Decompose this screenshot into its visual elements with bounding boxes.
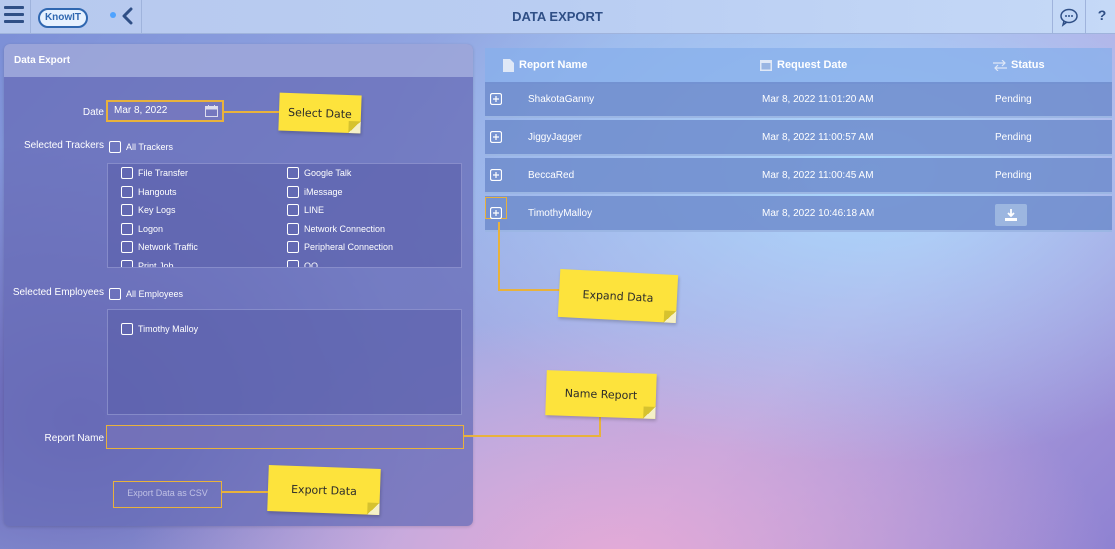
list-item[interactable]: LINE xyxy=(287,204,324,216)
list-item[interactable]: Print Job xyxy=(121,259,174,267)
request-date-cell: Mar 8, 2022 10:46:18 AM xyxy=(762,208,875,219)
list-item[interactable]: Logon xyxy=(121,222,163,235)
list-item[interactable]: File Transfer xyxy=(121,167,188,179)
callout-line xyxy=(222,491,268,493)
report-name-cell: TimothyMalloy xyxy=(528,208,593,219)
chat-icon[interactable] xyxy=(1058,6,1080,28)
list-item[interactable]: Google Talk xyxy=(287,167,351,179)
checkbox-icon[interactable] xyxy=(121,241,133,253)
report-name-cell: ShakotaGanny xyxy=(528,94,595,105)
download-button[interactable] xyxy=(995,204,1027,226)
column-header-status[interactable]: Status xyxy=(1011,59,1045,71)
list-item[interactable]: QQ xyxy=(287,259,318,267)
hamburger-menu-icon[interactable] xyxy=(4,6,24,24)
employees-list[interactable]: Timothy Malloy xyxy=(107,309,462,415)
export-form-panel: Data Export Date Mar 8, 2022 Selected Tr… xyxy=(4,44,473,526)
status-cell: Pending xyxy=(995,132,1032,143)
callout-line xyxy=(498,222,500,290)
callout-line xyxy=(599,416,601,437)
divider xyxy=(1052,0,1053,34)
list-item[interactable]: Network Connection xyxy=(287,222,385,235)
sort-arrows-icon xyxy=(993,60,1007,71)
report-name-cell: JiggyJagger xyxy=(528,132,582,143)
all-trackers-checkbox[interactable]: All Trackers xyxy=(109,141,173,153)
list-item[interactable]: Hangouts xyxy=(121,185,177,198)
report-name-label: Report Name xyxy=(44,433,104,444)
back-arrow-icon[interactable] xyxy=(117,5,139,27)
employees-label: Selected Employees xyxy=(12,287,104,298)
request-date-cell: Mar 8, 2022 11:00:45 AM xyxy=(762,170,874,181)
checkbox-icon[interactable] xyxy=(287,241,299,253)
callout-line xyxy=(464,435,600,437)
status-cell: Pending xyxy=(995,170,1032,181)
list-item[interactable]: Peripheral Connection xyxy=(287,241,393,253)
page-title: DATA EXPORT xyxy=(512,9,603,24)
date-picker-input[interactable]: Mar 8, 2022 xyxy=(106,100,224,122)
checkbox-icon[interactable] xyxy=(109,288,121,300)
status-cell: Pending xyxy=(995,94,1032,105)
checkbox-icon[interactable] xyxy=(121,259,133,267)
document-icon xyxy=(503,59,514,72)
request-date-cell: Mar 8, 2022 11:00:57 AM xyxy=(762,132,874,143)
expand-plus-icon[interactable] xyxy=(490,169,502,181)
list-item[interactable]: iMessage xyxy=(287,185,343,198)
checkbox-icon[interactable] xyxy=(109,141,121,153)
request-date-cell: Mar 8, 2022 11:01:20 AM xyxy=(762,94,874,105)
checkbox-icon[interactable] xyxy=(121,323,133,335)
list-item[interactable]: Network Traffic xyxy=(121,241,198,253)
callout-export-data: Export Data xyxy=(267,465,381,515)
checkbox-icon[interactable] xyxy=(287,167,299,179)
divider xyxy=(30,0,31,34)
checkbox-icon[interactable] xyxy=(287,204,299,216)
callout-line xyxy=(224,111,280,113)
date-label: Date xyxy=(82,107,104,118)
checkbox-icon[interactable] xyxy=(287,185,299,198)
table-row[interactable]: ShakotaGanny Mar 8, 2022 11:01:20 AM Pen… xyxy=(485,82,1112,118)
table-row[interactable]: TimothyMalloy Mar 8, 2022 10:46:18 AM xyxy=(485,196,1112,232)
callout-name-report: Name Report xyxy=(545,370,657,419)
expand-plus-icon[interactable] xyxy=(490,93,502,105)
checkbox-icon[interactable] xyxy=(287,222,299,235)
callout-expand-data: Expand Data xyxy=(557,268,679,324)
status-dot-icon xyxy=(110,12,116,18)
panel-title: Data Export xyxy=(4,44,473,77)
checkbox-icon[interactable] xyxy=(121,204,133,216)
checkbox-icon[interactable] xyxy=(121,222,133,235)
report-name-input[interactable] xyxy=(106,425,464,449)
calendar-icon[interactable] xyxy=(205,105,218,117)
export-csv-button[interactable]: Export Data as CSV xyxy=(113,481,222,508)
top-bar: KnowIT DATA EXPORT ? xyxy=(0,0,1115,34)
list-item[interactable]: Key Logs xyxy=(121,204,176,216)
reports-table-header: Report Name Request Date Status xyxy=(485,48,1112,84)
date-value: Mar 8, 2022 xyxy=(114,105,168,116)
download-icon xyxy=(1005,209,1017,221)
checkbox-icon[interactable] xyxy=(287,259,299,267)
checkbox-icon[interactable] xyxy=(121,185,133,198)
list-item[interactable]: Timothy Malloy xyxy=(121,323,198,335)
trackers-label: Selected Trackers xyxy=(23,140,104,151)
expand-plus-icon[interactable] xyxy=(490,207,502,219)
calendar-icon xyxy=(760,60,772,71)
column-header-name[interactable]: Report Name xyxy=(519,59,588,71)
column-header-date[interactable]: Request Date xyxy=(777,59,848,71)
expand-plus-icon[interactable] xyxy=(490,131,502,143)
table-row[interactable]: BeccaRed Mar 8, 2022 11:00:45 AM Pending xyxy=(485,158,1112,194)
checkbox-icon[interactable] xyxy=(121,167,133,179)
callout-line xyxy=(498,289,560,291)
all-employees-checkbox[interactable]: All Employees xyxy=(109,288,183,300)
app-logo: KnowIT xyxy=(38,8,88,28)
divider xyxy=(141,0,142,34)
help-button[interactable]: ? xyxy=(1097,7,1107,23)
table-row[interactable]: JiggyJagger Mar 8, 2022 11:00:57 AM Pend… xyxy=(485,120,1112,156)
divider xyxy=(1085,0,1086,34)
report-name-cell: BeccaRed xyxy=(528,170,575,181)
callout-select-date: Select Date xyxy=(278,92,362,134)
